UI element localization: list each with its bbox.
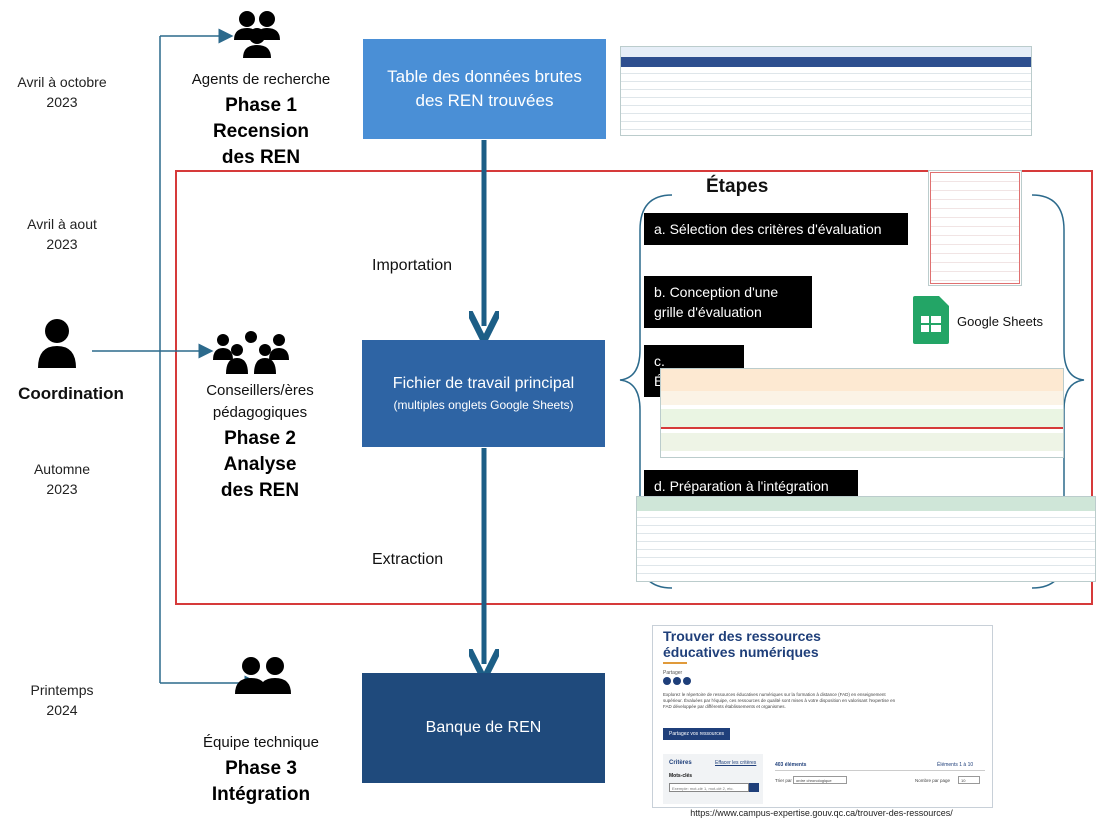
date-phase1: Avril à octobre 2023 (17, 74, 107, 110)
main-file-box: Fichier de travail principal (multiples … (362, 340, 605, 447)
evaluation-sheet-thumbnail (660, 368, 1064, 458)
phase2-title: Phase 2 Analyse des REN (220, 428, 300, 501)
date-phase3: Printemps 2024 (30, 682, 94, 718)
group-icon (235, 657, 291, 694)
keywords-label: Mots-clés (669, 773, 693, 779)
facebook-icon[interactable] (663, 677, 671, 685)
share-resources-button[interactable]: Partagez vos ressources (663, 728, 731, 740)
search-icon[interactable] (749, 783, 759, 792)
person-icon (38, 319, 76, 368)
clear-criteria-link[interactable]: Effacer les critères (715, 760, 757, 766)
results-count: 403 éléments (775, 762, 807, 768)
website-description: Explorez le répertoire de ressources édu… (663, 692, 896, 709)
coordination-label: Coordination (18, 384, 124, 403)
filters-panel: Critères Effacer les critères Mots-clés … (663, 754, 763, 804)
results-range: Éléments 1 à 10 (937, 762, 974, 768)
date-phase2-b: Automne 2023 (33, 461, 91, 497)
google-sheets-label: Google Sheets (957, 314, 1044, 329)
social-icons (663, 677, 691, 685)
step-b: b. Conception d'une grille d'évaluation (644, 276, 812, 328)
sort-select[interactable]: ordre chronologique (793, 776, 847, 784)
linkedin-icon[interactable] (673, 677, 681, 685)
phase2-frame (175, 170, 1093, 605)
raw-table-box: Table des données brutes des REN trouvée… (363, 39, 606, 139)
integration-sheet-thumbnail (636, 496, 1096, 582)
main-file-subtitle: (multiples onglets Google Sheets) (393, 397, 574, 412)
share-label: Partager (663, 670, 683, 676)
per-page-select[interactable]: 10 (958, 776, 980, 784)
raw-data-table-thumbnail (620, 46, 1032, 136)
per-page-label: Nombre par page (915, 778, 951, 783)
google-sheets-icon (913, 296, 949, 344)
phase1-title: Phase 1 Recension des REN (212, 95, 310, 168)
steps-title: Étapes (706, 176, 769, 197)
criteria-label: Critères (669, 760, 692, 766)
keyword-search-input[interactable]: Exemple: mot-clé 1, mot-clé 2, etc. (669, 783, 749, 792)
role-phase3: Équipe technique (203, 734, 319, 751)
website-title: Trouver des ressources éducatives numéri… (663, 628, 821, 660)
sort-label: Trier par (775, 778, 792, 783)
date-phase2-a: Avril à aout 2023 (27, 216, 97, 252)
extraction-label: Extraction (372, 551, 444, 568)
website-url[interactable]: https://www.campus-expertise.gouv.qc.ca/… (690, 808, 953, 818)
team-icon (213, 331, 289, 374)
email-icon[interactable] (683, 677, 691, 685)
main-file-title: Fichier de travail principal (392, 374, 575, 392)
role-phase2: Conseillers/ères pédagogiques (206, 382, 314, 421)
group-icon (234, 11, 280, 58)
role-phase1: Agents de recherche (191, 71, 331, 88)
bank-box: Banque de REN (362, 673, 605, 783)
importation-label: Importation (372, 257, 453, 274)
phase3-title: Phase 3 Intégration (211, 758, 311, 805)
step-a: a. Sélection des critères d'évaluation (644, 213, 908, 245)
criteria-grid-thumbnail (928, 170, 1022, 286)
website-preview: Trouver des ressources éducatives numéri… (652, 625, 993, 808)
